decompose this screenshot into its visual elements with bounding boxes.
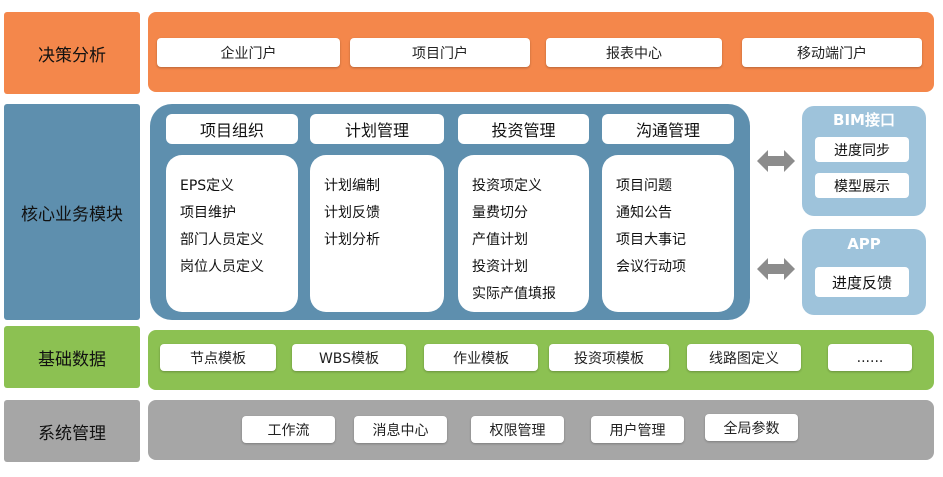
list-item[interactable]: 通知公告 — [616, 205, 672, 221]
layer-label-decision: 决策分析 — [4, 12, 140, 94]
layer-label-system: 系统管理 — [4, 400, 140, 462]
bim-item-progress-sync[interactable]: 进度同步 — [815, 137, 909, 162]
list-item[interactable]: 产值计划 — [472, 232, 528, 248]
module-title-communication-management[interactable]: 沟通管理 — [602, 114, 734, 144]
double-arrow-icon — [757, 258, 795, 280]
list-item[interactable]: 项目大事记 — [616, 232, 686, 248]
list-item[interactable]: 投资计划 — [472, 259, 528, 275]
system-item-global-parameters[interactable]: 全局参数 — [705, 414, 798, 441]
base-item-wbs-template[interactable]: WBS模板 — [292, 344, 406, 371]
list-item[interactable]: 项目问题 — [616, 178, 672, 194]
module-title-plan-management[interactable]: 计划管理 — [310, 114, 444, 144]
base-item-more[interactable]: ...... — [828, 344, 912, 371]
list-item[interactable]: 计划编制 — [324, 178, 380, 194]
base-data-band — [148, 330, 934, 390]
list-item[interactable]: EPS定义 — [180, 178, 235, 194]
system-item-message-center[interactable]: 消息中心 — [354, 416, 447, 443]
decision-item-report-center[interactable]: 报表中心 — [546, 38, 722, 67]
module-body-project-org: EPS定义 项目维护 部门人员定义 岗位人员定义 — [166, 155, 298, 312]
decision-item-enterprise-portal[interactable]: 企业门户 — [157, 38, 340, 67]
list-item[interactable]: 投资项定义 — [472, 178, 542, 194]
list-item[interactable]: 实际产值填报 — [472, 286, 556, 302]
list-item[interactable]: 计划反馈 — [324, 205, 380, 221]
double-arrow-icon — [757, 150, 795, 172]
system-item-workflow[interactable]: 工作流 — [242, 416, 335, 443]
list-item[interactable]: 部门人员定义 — [180, 232, 264, 248]
layer-label-core: 核心业务模块 — [4, 104, 140, 320]
base-item-investment-template[interactable]: 投资项模板 — [549, 344, 669, 371]
list-item[interactable]: 项目维护 — [180, 205, 236, 221]
system-item-user-management[interactable]: 用户管理 — [591, 416, 684, 443]
module-body-plan-management: 计划编制 计划反馈 计划分析 — [310, 155, 444, 312]
bim-item-model-display[interactable]: 模型展示 — [815, 173, 909, 198]
base-item-node-template[interactable]: 节点模板 — [160, 344, 276, 371]
app-item-progress-feedback[interactable]: 进度反馈 — [815, 267, 909, 297]
base-item-task-template[interactable]: 作业模板 — [424, 344, 538, 371]
list-item[interactable]: 量费切分 — [472, 205, 528, 221]
list-item[interactable]: 岗位人员定义 — [180, 259, 264, 275]
list-item[interactable]: 计划分析 — [324, 232, 380, 248]
system-item-permission-management[interactable]: 权限管理 — [471, 416, 564, 443]
module-body-communication-management: 项目问题 通知公告 项目大事记 会议行动项 — [602, 155, 734, 312]
decision-item-mobile-portal[interactable]: 移动端门户 — [742, 38, 922, 67]
base-item-route-definition[interactable]: 线路图定义 — [687, 344, 801, 371]
module-title-project-org[interactable]: 项目组织 — [166, 114, 298, 144]
bim-interface-title: BIM接口 — [833, 110, 895, 129]
layer-label-base: 基础数据 — [4, 326, 140, 388]
decision-item-project-portal[interactable]: 项目门户 — [350, 38, 530, 67]
module-body-investment-management: 投资项定义 量费切分 产值计划 投资计划 实际产值填报 — [458, 155, 589, 312]
module-title-investment-management[interactable]: 投资管理 — [458, 114, 589, 144]
list-item[interactable]: 会议行动项 — [616, 259, 686, 275]
app-title: APP — [847, 235, 881, 253]
